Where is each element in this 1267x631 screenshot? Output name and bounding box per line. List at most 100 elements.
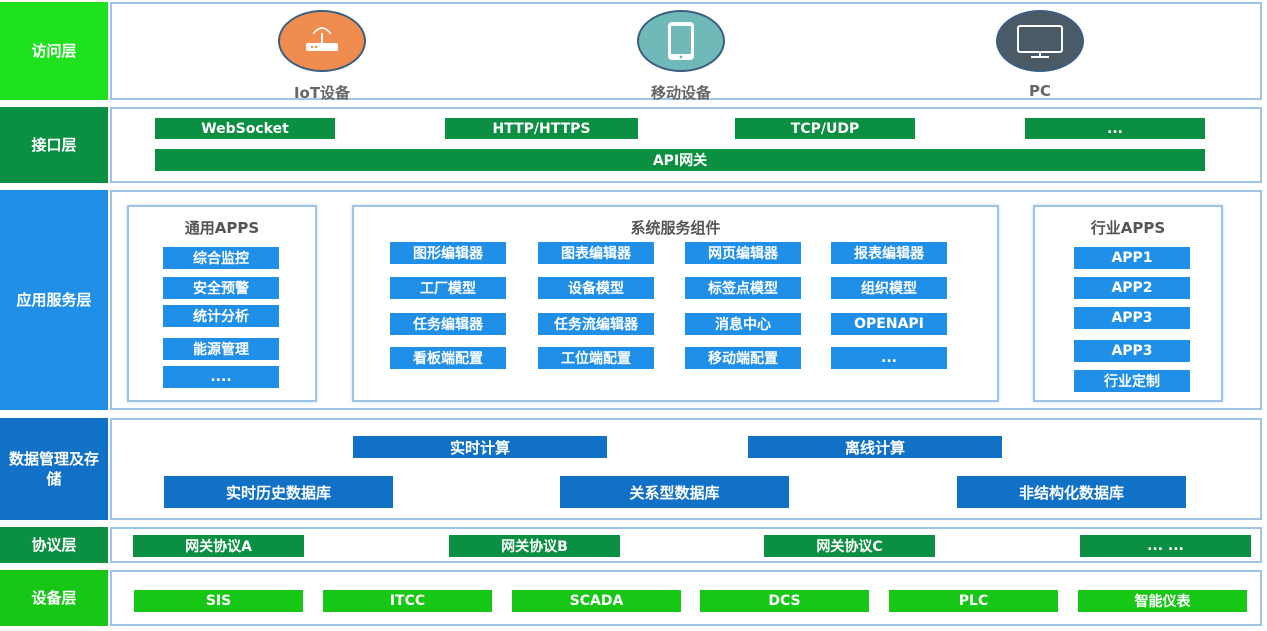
component-item: ... [831,347,947,369]
layer-label-device: 设备层 [0,570,108,626]
component-item: 移动端配置 [685,347,801,369]
tablet-icon [668,22,694,60]
component-item: 工厂模型 [390,277,506,299]
component-item: 任务流编辑器 [538,313,654,335]
device-item-label: SIS [205,593,232,609]
iot-device: IoT设备 [277,10,367,103]
gateway-protocol: ... ... [1080,535,1251,557]
component-item: 组织模型 [831,277,947,299]
realtime-compute-label: 实时计算 [449,438,510,457]
protocol-panel: 网关协议A 网关协议B 网关协议C ... ... [110,527,1262,563]
layer-label-data-mgmt-text: 数据管理及存储 [8,450,99,488]
device-item: DCS [700,590,869,612]
component-item: 消息中心 [685,313,801,335]
offline-compute: 离线计算 [748,436,1002,458]
app-service-panel: 通用APPS 综合监控 安全预警 统计分析 能源管理 .... 系统服务组件 图… [110,190,1262,410]
api-gateway: API网关 [155,149,1205,171]
general-app-item: 综合监控 [163,247,279,269]
gateway-protocol-label: ... ... [1147,538,1184,554]
mobile-device-label: 移动设备 [650,84,711,102]
gateway-protocol-label: 网关协议A [185,539,252,555]
industry-app-item-label: APP2 [1111,280,1153,296]
component-item-label: 报表编辑器 [854,246,924,262]
protocol-http-label: HTTP/HTTPS [492,120,591,137]
layer-label-interface: 接口层 [0,107,108,183]
general-apps-group: 通用APPS 综合监控 安全预警 统计分析 能源管理 .... [127,205,317,402]
component-item-label: 工位端配置 [561,351,631,367]
component-item-label: 任务流编辑器 [554,317,638,333]
layer-label-app-service: 应用服务层 [0,190,108,410]
api-gateway-label: API网关 [652,153,708,169]
component-item-label: 看板端配置 [413,351,483,367]
pc-device: PC [995,10,1085,100]
general-app-item-label: 安全预警 [193,281,249,297]
general-app-item-label: 统计分析 [193,309,249,325]
industry-app-item: APP2 [1074,277,1190,299]
gateway-protocol: 网关协议B [449,535,620,557]
unstructured-db-label: 非结构化数据库 [1018,483,1124,502]
general-app-item-label: .... [210,369,232,385]
component-item-label: 组织模型 [861,281,917,297]
component-item-label: 消息中心 [715,317,771,333]
general-apps-title: 通用APPS [184,219,260,237]
mobile-device-circle [637,10,725,72]
layer-label-protocol: 协议层 [0,527,108,563]
industry-app-item: APP3 [1074,340,1190,362]
device-item: ITCC [323,590,492,612]
component-item-label: OPENAPI [854,316,924,332]
unstructured-db: 非结构化数据库 [957,476,1186,508]
realtime-history-db: 实时历史数据库 [164,476,393,508]
industry-app-item: 行业定制 [1074,370,1190,392]
component-item: 任务编辑器 [390,313,506,335]
industry-apps-group: 行业APPS APP1 APP2 APP3 APP3 行业定制 [1033,205,1223,402]
realtime-compute: 实时计算 [353,436,607,458]
protocol-websocket-label: WebSocket [201,120,289,137]
component-item-label: 设备模型 [568,281,624,297]
component-item: 设备模型 [538,277,654,299]
component-item: 图形编辑器 [390,242,506,264]
component-item: OPENAPI [831,313,947,335]
layer-label-protocol-text: 协议层 [31,536,77,554]
device-item: PLC [889,590,1058,612]
component-item-label: 标签点模型 [708,281,778,297]
gateway-protocol-label: 网关协议C [816,539,883,555]
realtime-history-db-label: 实时历史数据库 [225,483,331,502]
protocol-tcp-label: TCP/UDP [790,120,860,137]
device-item: 智能仪表 [1078,590,1247,612]
industry-app-item-label: 行业定制 [1104,374,1160,390]
general-app-item: .... [163,366,279,388]
router-icon [306,27,338,51]
system-components-group: 系统服务组件 图形编辑器 图表编辑器 网页编辑器 报表编辑器 工厂模型 设备模型… [352,205,999,402]
general-app-item: 统计分析 [163,305,279,327]
industry-app-item: APP3 [1074,307,1190,329]
device-item: SIS [134,590,303,612]
protocol-more-label: ... [1107,120,1123,137]
iot-device-label: IoT设备 [293,84,351,102]
general-app-item-label: 能源管理 [193,342,249,358]
access-panel: IoT设备 移动设备 PC [110,2,1262,103]
protocol-tcp: TCP/UDP [735,118,915,139]
component-item-label: 网页编辑器 [708,246,778,262]
iot-device-circle [278,10,366,72]
relational-db: 关系型数据库 [560,476,789,508]
industry-app-item-label: APP3 [1111,310,1153,326]
pc-device-label: PC [1028,82,1051,100]
layer-label-data-mgmt: 数据管理及存储 [0,418,108,520]
device-item-label: SCADA [569,593,624,609]
protocol-websocket: WebSocket [155,118,335,139]
offline-compute-label: 离线计算 [844,438,905,457]
industry-app-item: APP1 [1074,247,1190,269]
device-item-label: ITCC [389,593,426,609]
industry-app-item-label: APP1 [1111,250,1153,266]
industry-apps-title: 行业APPS [1090,219,1166,237]
monitor-icon [1017,25,1063,58]
component-item: 报表编辑器 [831,242,947,264]
device-item-label: PLC [958,593,989,609]
general-app-item: 能源管理 [163,338,279,360]
device-panel: SIS ITCC SCADA DCS PLC 智能仪表 [110,570,1262,626]
component-item-label: 工厂模型 [420,281,476,297]
component-item: 看板端配置 [390,347,506,369]
component-item: 网页编辑器 [685,242,801,264]
pc-device-circle [996,10,1084,72]
system-components-title: 系统服务组件 [630,219,721,237]
